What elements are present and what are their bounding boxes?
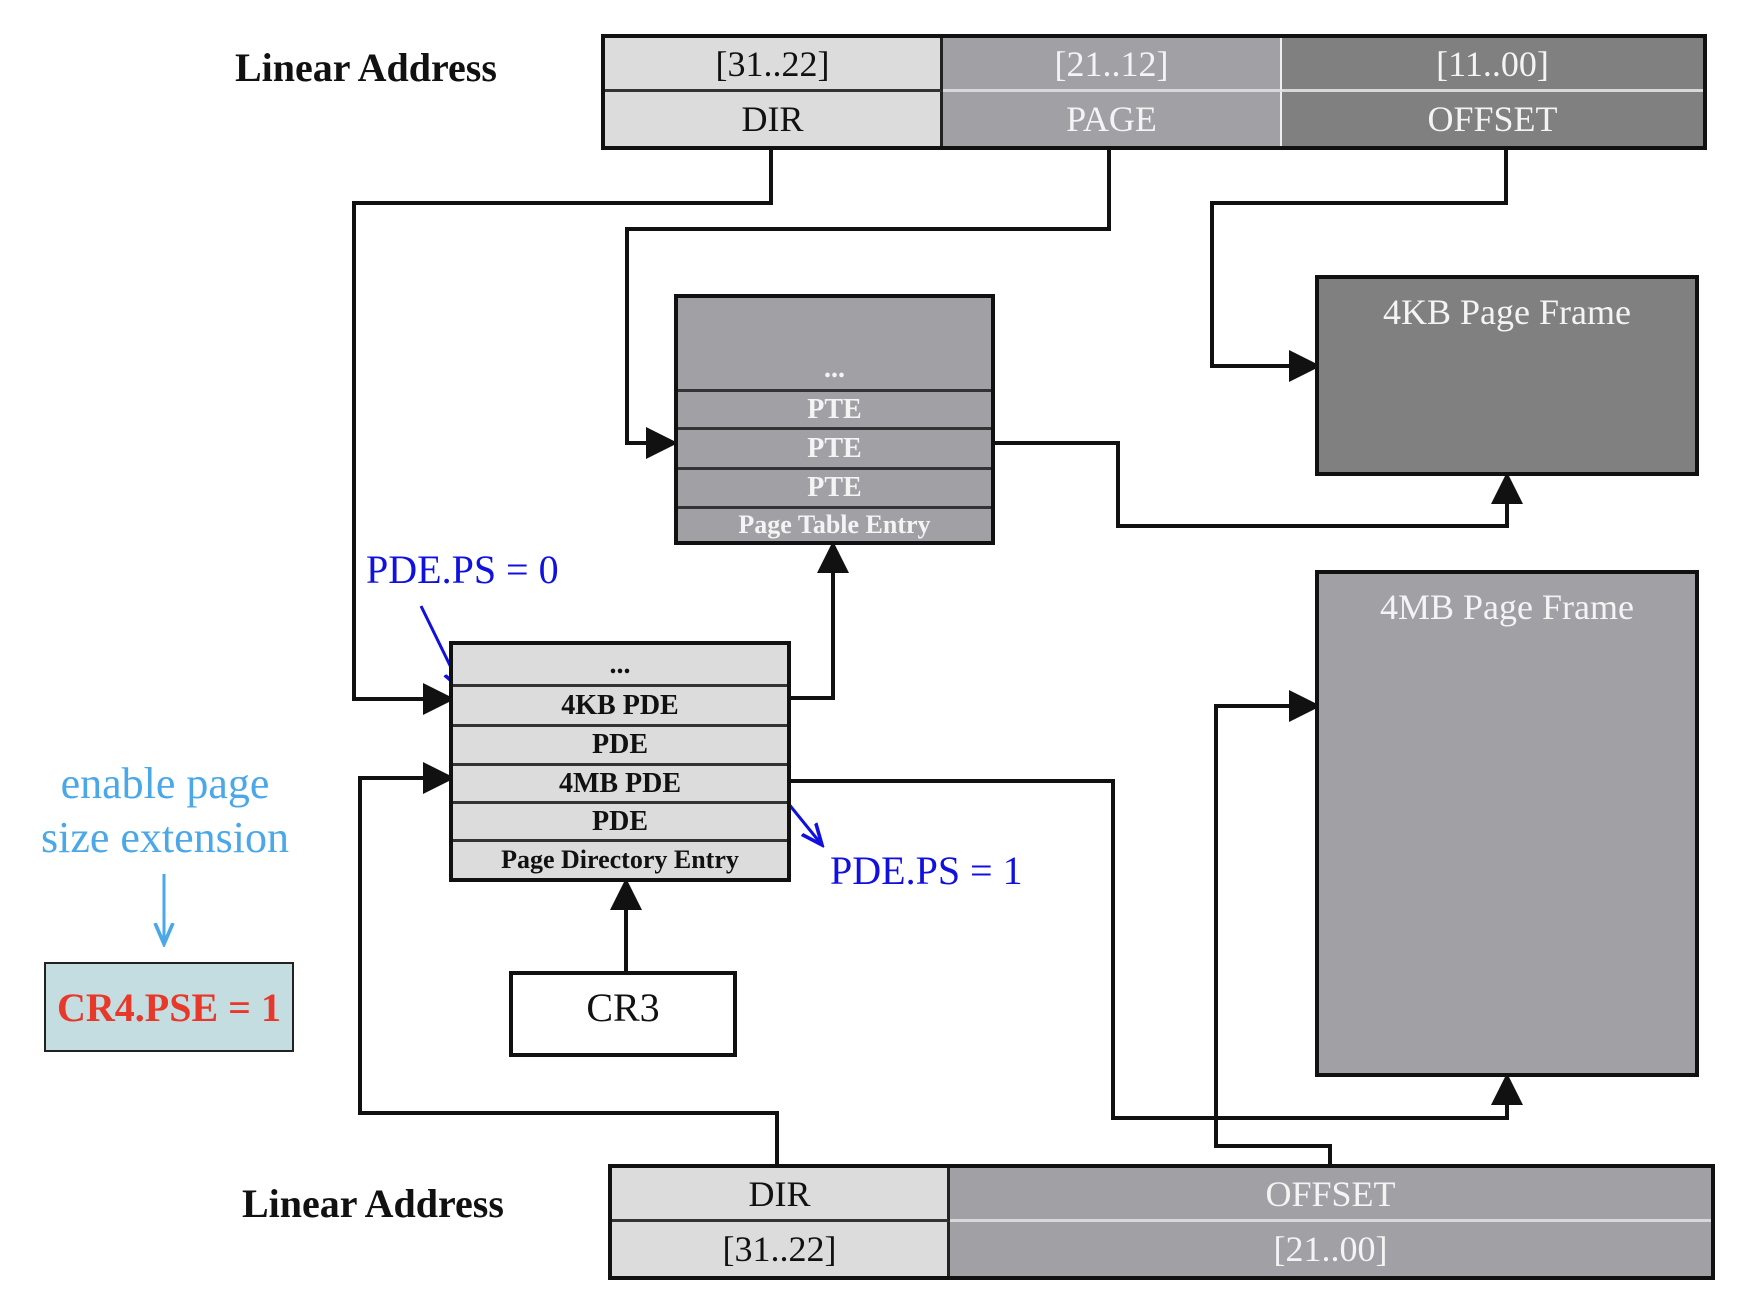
arrow-bottom-dir-to-pde (358, 762, 779, 1166)
top-field-page: PAGE (943, 92, 1282, 146)
page-directory-row: PDE (453, 801, 787, 839)
page-table-row: PTE (678, 467, 991, 506)
arrow-pde-to-pte-table (789, 541, 849, 700)
bottom-linear-address-label: Linear Address (242, 1181, 504, 1226)
top-linear-address-label: Linear Address (235, 45, 497, 90)
arrow-offset-to-4kb-frame (1210, 148, 1508, 382)
bottom-bits-offset: [21..00] (950, 1222, 1711, 1276)
arrow-page-to-pte (625, 148, 1111, 459)
bottom-field-dir: DIR (612, 1168, 950, 1222)
pse-note: enable page size extension (10, 757, 320, 865)
page-directory-row-ellipsis: ... (609, 648, 631, 680)
arrow-dir-to-pde (352, 148, 773, 715)
pde-ps-1-label: PDE.PS = 1 (830, 848, 1023, 893)
page-directory-row-4kb-pde: 4KB PDE (453, 684, 787, 724)
arrow-bottom-offset-to-4mb-frame (1214, 690, 1332, 1166)
4kb-page-frame: 4KB Page Frame (1315, 275, 1699, 476)
page-table-row-caption: Page Table Entry (678, 506, 991, 541)
page-table-row: PTE (678, 427, 991, 467)
page-directory-row-4mb-pde: 4MB PDE (453, 763, 787, 801)
pde-ps-0-label: PDE.PS = 0 (366, 547, 559, 592)
top-field-dir: DIR (605, 92, 943, 146)
page-directory: ... 4KB PDE PDE 4MB PDE PDE Page Directo… (449, 641, 791, 882)
bottom-field-offset: OFFSET (950, 1168, 1711, 1222)
cr4-pse-box: CR4.PSE = 1 (44, 962, 294, 1052)
top-linear-address: [31..22] [21..12] [11..00] DIR PAGE OFFS… (601, 34, 1707, 150)
pse-note-line-1: enable page (60, 759, 270, 808)
arrow-pte-to-4kb-frame (993, 441, 1523, 528)
4mb-page-frame: 4MB Page Frame (1315, 570, 1699, 1077)
page-table-row-ellipsis: ... (824, 353, 845, 384)
top-field-offset: OFFSET (1282, 92, 1703, 146)
pse-note-line-2: size extension (40, 813, 290, 862)
top-bits-offset: [11..00] (1282, 38, 1703, 92)
top-bits-dir: [31..22] (605, 38, 943, 92)
page-table: ... PTE PTE PTE Page Table Entry (674, 294, 995, 545)
bottom-bits-dir: [31..22] (612, 1222, 950, 1276)
page-table-row: PTE (678, 389, 991, 427)
page-directory-row-caption: Page Directory Entry (453, 839, 787, 878)
cr3-register: CR3 (509, 971, 737, 1057)
top-bits-page: [21..12] (943, 38, 1282, 92)
page-directory-row: PDE (453, 724, 787, 763)
arrow-4mb-pde-to-4mb-frame (789, 779, 1523, 1120)
bottom-linear-address: DIR OFFSET [31..22] [21..00] (608, 1164, 1715, 1280)
